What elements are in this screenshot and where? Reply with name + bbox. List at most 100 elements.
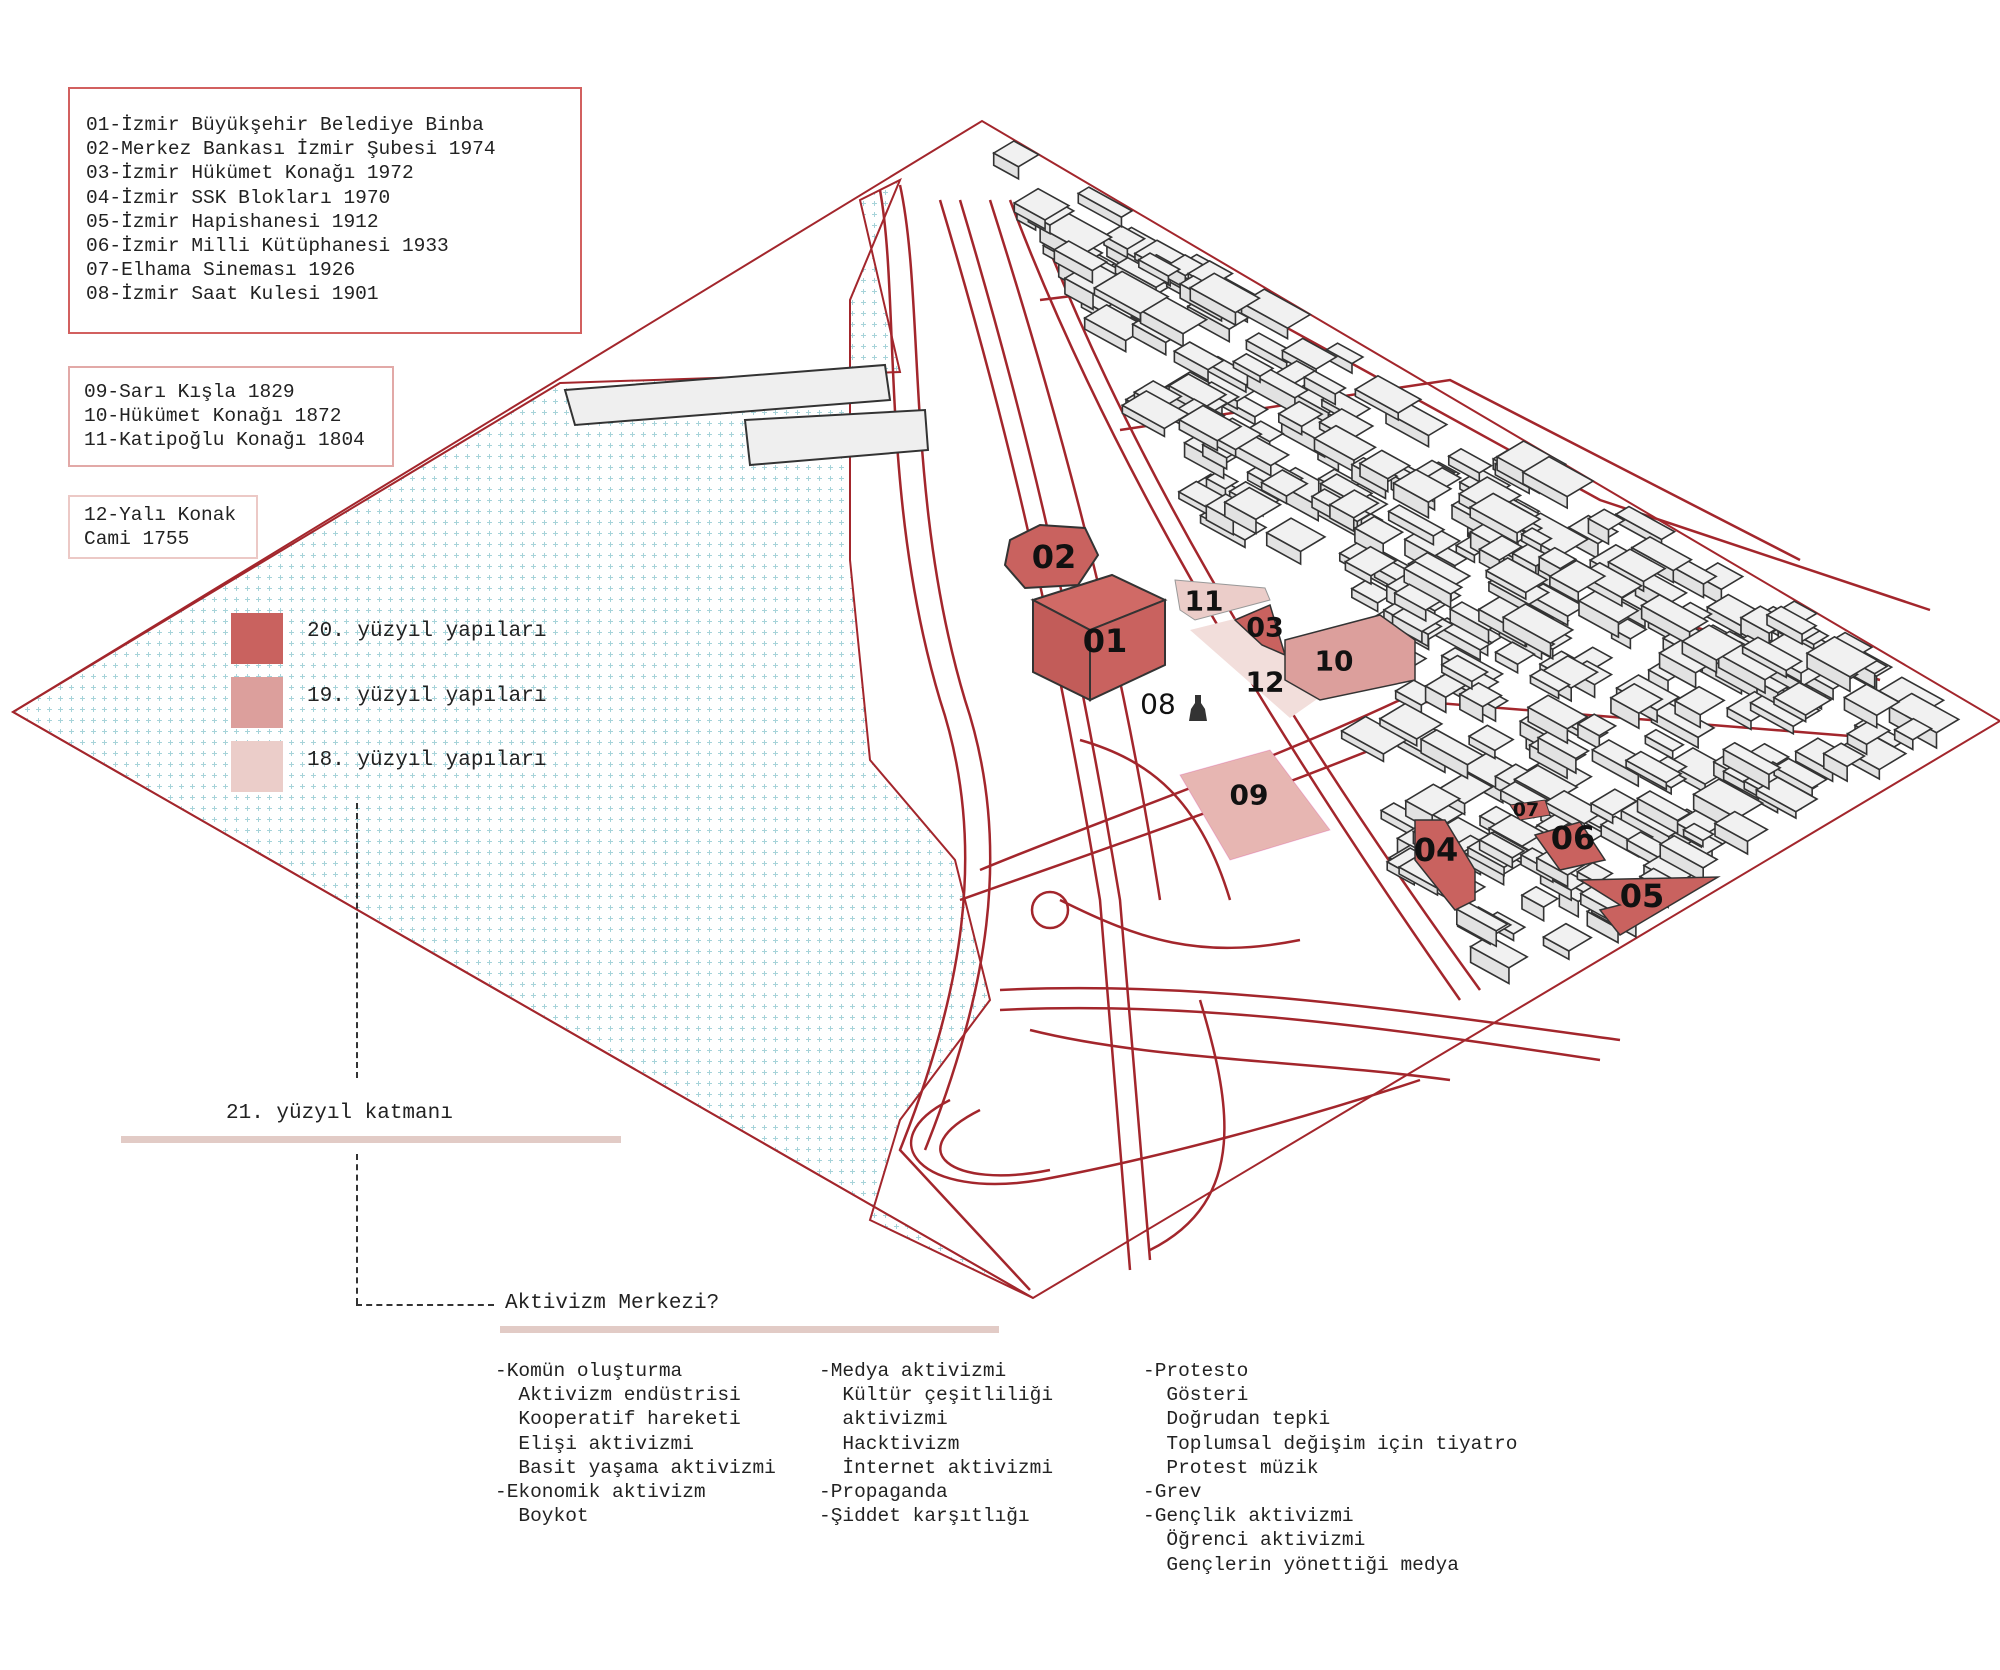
building-block (1325, 342, 1365, 365)
building-block (1231, 352, 1275, 378)
legend-item: 06-İzmir Milli Kütüphanesi 1933 (86, 235, 449, 258)
building-block (1822, 742, 1867, 768)
activism-item: -Propaganda (819, 1481, 948, 1504)
building-block (1312, 424, 1377, 462)
building-block (1640, 593, 1710, 633)
building-block (1526, 694, 1589, 730)
building-block (1548, 559, 1607, 594)
road-line (999, 986, 1621, 1042)
building-block (1494, 641, 1536, 666)
building-block (1682, 822, 1716, 842)
building-block (1520, 885, 1560, 909)
activism-item: -Medya aktivizmi (819, 1360, 1007, 1382)
building-block (1842, 683, 1901, 717)
activism-item: Basit yaşama aktivizmi (495, 1456, 776, 1479)
building-block (1328, 489, 1380, 519)
building-block (1893, 717, 1934, 741)
map-label-12: 12 (1245, 665, 1285, 699)
building-11 (1174, 579, 1271, 621)
activism-item: -Protesto (1143, 1360, 1249, 1382)
building-block (1393, 583, 1442, 611)
building-block (1772, 757, 1829, 789)
road-line (959, 728, 1421, 902)
building-block (1606, 548, 1667, 583)
center-title: Aktivizm Merkezi? (505, 1292, 720, 1315)
swatch-18th-century (231, 741, 283, 792)
road-line (1059, 898, 1301, 950)
legend-item: 02-Merkez Bankası İzmir Şubesi 1974 (86, 138, 496, 161)
building-block (1245, 420, 1285, 443)
building-block (1402, 560, 1464, 595)
building-block (1447, 447, 1494, 474)
center-title-underline (500, 1326, 999, 1333)
building-block (1353, 515, 1405, 545)
swatch-20th-century (231, 613, 283, 664)
building-block (1468, 492, 1542, 534)
building-block (1609, 682, 1664, 715)
activism-item: Öğrenci aktivizmi (1143, 1529, 1366, 1552)
activism-item: Aktivizm endüstrisi (495, 1384, 741, 1407)
legend-item: 09-Sarı Kışla 1829 (84, 381, 295, 403)
building-block (1845, 719, 1892, 746)
activism-item: aktivizmi (819, 1408, 948, 1431)
connector-line (356, 1154, 358, 1304)
layer-title: 21. yüzyıl katmanı (226, 1102, 453, 1125)
activism-item: -Ekonomik aktivizm (495, 1481, 706, 1504)
building-block (1120, 389, 1191, 430)
road-line (1119, 378, 1801, 562)
building-block (1392, 468, 1453, 504)
building-block (1469, 934, 1529, 969)
building-07 (1509, 799, 1551, 821)
activism-item: Boykot (495, 1505, 589, 1528)
legend-item: 04-İzmir SSK Blokları 1970 (86, 186, 391, 209)
building-block (1536, 729, 1591, 760)
building-block (1541, 922, 1593, 952)
building-06 (1533, 821, 1607, 871)
building-block (1302, 370, 1347, 395)
pier-warehouse (563, 363, 892, 427)
building-block (1658, 834, 1719, 869)
road-line (1029, 1028, 1451, 1082)
map-label-11: 11 (1184, 584, 1224, 618)
building-09 (1179, 749, 1331, 861)
activism-item: -Komün oluşturma (495, 1360, 683, 1382)
building-block (1188, 272, 1261, 314)
building-block (1177, 404, 1243, 442)
pier-warehouse (743, 408, 930, 467)
building-block (1478, 831, 1526, 859)
activism-item: Protest müzik (1143, 1456, 1319, 1479)
building-block (1680, 624, 1745, 661)
building-block (1223, 486, 1283, 521)
building-block (1805, 635, 1880, 678)
building-block (1576, 713, 1618, 737)
activism-item: Toplumsal değişim için tiyatro (1143, 1432, 1518, 1455)
map-label-09: 09 (1229, 778, 1269, 812)
road-line (909, 1078, 1421, 1186)
activism-item: -Grev (1143, 1481, 1202, 1504)
building-block (1487, 813, 1546, 848)
activism-item: Doğrudan tepki (1143, 1408, 1331, 1431)
building-block (1387, 504, 1446, 537)
building-block (1539, 654, 1600, 689)
building-block (1528, 668, 1572, 693)
swatch-label: 20. yüzyıl yapıları (307, 620, 547, 643)
building-block (1343, 545, 1398, 577)
legend-19th-century-list: 09-Sarı Kışla 1829 10-Hükümet Konağı 187… (68, 366, 394, 467)
connector-line (356, 803, 358, 1078)
road-line (938, 199, 1132, 1271)
clock-tower-icon (1189, 695, 1207, 721)
swatch-label: 19. yüzyıl yapıları (307, 685, 547, 708)
building-block (1102, 224, 1147, 250)
legend-item: 12-Yalı Konak (84, 504, 237, 526)
building-block (1614, 505, 1677, 541)
road-line (1079, 738, 1232, 901)
legend-item: Cami 1755 (84, 528, 190, 551)
building-block (992, 140, 1041, 168)
building-block (1721, 741, 1782, 776)
building-block (1083, 303, 1150, 342)
map-label-02: 02 (1031, 538, 1077, 576)
legend-18th-century-list: 12-Yalı Konak Cami 1755 (68, 495, 258, 559)
connector-line (356, 1304, 494, 1306)
road-line (878, 189, 1031, 1291)
map-label-01: 01 (1082, 622, 1128, 660)
